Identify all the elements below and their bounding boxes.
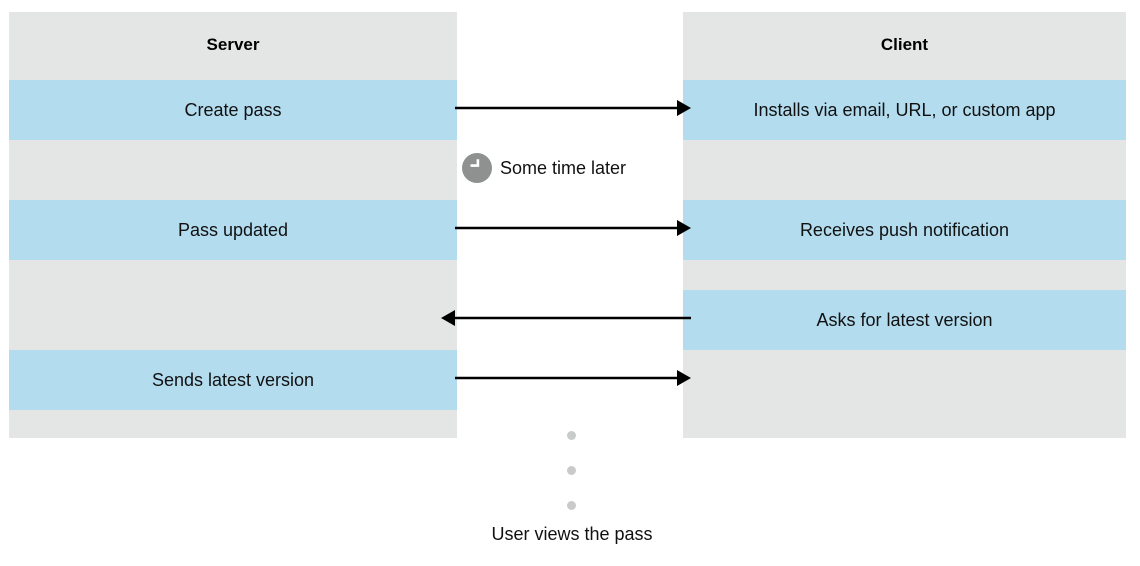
client-band-gap-2 xyxy=(683,260,1126,290)
client-band-step-3 xyxy=(683,290,1126,350)
server-message-step-2: Pass updated xyxy=(177,220,289,240)
client-message-step-1: Installs via email, URL, or custom app xyxy=(753,100,1056,120)
lane-title-client: Client xyxy=(880,35,929,54)
server-band-step-1 xyxy=(9,80,457,140)
clock-icon xyxy=(462,153,492,183)
arrow-right-step-4 xyxy=(455,369,691,387)
ellipsis-dot-2 xyxy=(567,466,576,475)
arrow-left-step-3 xyxy=(441,309,691,327)
lane-title-server: Server xyxy=(206,35,260,54)
footer-caption: User views the pass xyxy=(491,524,653,544)
client-band-step-2 xyxy=(683,200,1126,260)
server-band-gap-1 xyxy=(9,140,457,200)
time-note: Some time later xyxy=(462,153,626,183)
arrow-right-step-2 xyxy=(455,219,691,237)
server-band-step-2 xyxy=(9,200,457,260)
ellipsis-dot-3 xyxy=(567,501,576,510)
client-lane-header-band xyxy=(683,12,1126,80)
server-band-footer xyxy=(9,410,457,438)
server-band-step-4 xyxy=(9,350,457,410)
ellipsis-dot-1 xyxy=(567,431,576,440)
client-band-step-1 xyxy=(683,80,1126,140)
time-note-label: Some time later xyxy=(500,158,627,178)
server-message-step-1: Create pass xyxy=(184,100,282,120)
server-message-step-4: Sends latest version xyxy=(151,370,315,390)
client-band-footer xyxy=(683,350,1126,438)
client-band-gap-1 xyxy=(683,140,1126,200)
server-lane-header-band xyxy=(9,12,457,80)
client-message-step-3: Asks for latest version xyxy=(816,310,993,330)
client-message-step-2: Receives push notification xyxy=(799,220,1010,240)
server-band-gap-2 xyxy=(9,260,457,350)
arrow-right-step-1 xyxy=(455,99,691,117)
